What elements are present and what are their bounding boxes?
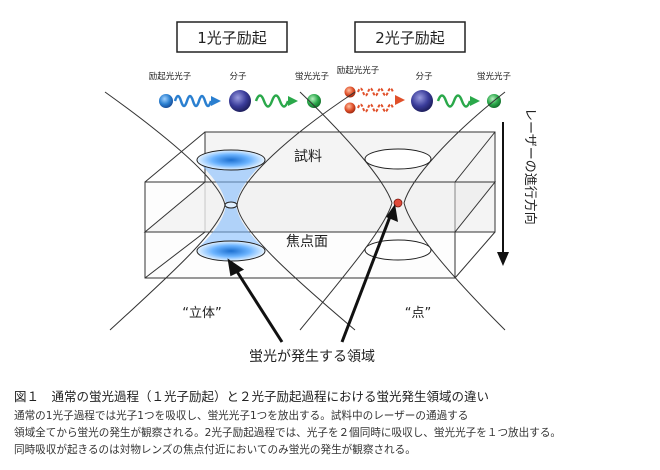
volume-label: “立体” (182, 306, 221, 321)
emission-region-label: 蛍光が発生する領域 (249, 348, 375, 365)
two-photon-molecule (411, 90, 433, 112)
two-photon-focal-point (393, 198, 403, 208)
focal-plane-label: 焦点面 (286, 234, 328, 250)
two-photon-upper-disc (364, 148, 432, 170)
one-photon-molecule-label: 分子 (229, 72, 247, 82)
two-photon-title: 2光子励起 (375, 29, 445, 47)
emission-pointers (227, 204, 398, 343)
one-photon-excitation-arrow (211, 96, 221, 106)
figure-caption: 図１ 通常の蛍光過程（１光子励起）と２光子励起過程における蛍光発生領域の違い 通… (14, 386, 654, 459)
caption-line: 通常の1光子過程では光子1つを吸収し、蛍光光子1つを放出する。試料中のレーザーの… (14, 410, 469, 422)
laser-direction-label: レーザーの進行方向 (522, 108, 538, 225)
one-photon-lower-disc (196, 240, 266, 262)
two-photon-panel: 2光子励起 励起光光子 分子 蛍光光子 (337, 21, 512, 114)
two-photon-fluorescence-arrow (470, 96, 480, 106)
two-photon-fluorescence-label: 蛍光光子 (477, 71, 512, 82)
two-photon-excitation-photon-2 (344, 102, 356, 114)
one-photon-beam (104, 91, 356, 331)
two-photon-beam (299, 91, 506, 331)
point-label: “点” (405, 306, 431, 321)
two-photon-molecule-label: 分子 (415, 72, 433, 82)
two-photon-fluorescence-wave (436, 94, 472, 108)
one-photon-excitation-label: 励起光光子 (149, 71, 192, 82)
one-photon-fluorescence-arrow (288, 96, 298, 106)
focal-plane (143, 181, 497, 233)
two-photon-excitation-label: 励起光光子 (337, 65, 380, 76)
one-photon-focal-disc (224, 201, 238, 209)
one-photon-fluorescence-label: 蛍光光子 (295, 71, 330, 82)
sample-label: 試料 (294, 149, 322, 165)
one-photon-fluorescence-photon (307, 94, 321, 108)
two-photon-excitation-wave-2 (357, 103, 394, 113)
one-photon-excitation-photon (159, 94, 173, 108)
pointer-arrow-volume (234, 269, 284, 343)
one-photon-title: 1光子励起 (197, 29, 267, 47)
two-photon-excitation-arrow (395, 95, 405, 105)
one-photon-excitation-wave (173, 94, 213, 108)
two-photon-title-box (354, 21, 466, 53)
two-photon-lower-disc (364, 239, 432, 261)
one-photon-molecule (229, 90, 251, 112)
caption-line: 領域全てから蛍光の発生が観察される。2光子励起過程では、光子を２個同時に吸収し、… (14, 427, 562, 439)
pointer-arrow-point (340, 213, 393, 343)
one-photon-title-box (176, 21, 288, 53)
one-photon-upper-disc (196, 149, 266, 171)
two-photon-excitation-wave-1 (357, 87, 394, 97)
one-photon-fluorescence-wave (254, 94, 290, 108)
two-photon-excitation-photon-1 (344, 86, 356, 98)
caption-title: 図１ 通常の蛍光過程（１光子励起）と２光子励起過程における蛍光発生領域の違い (14, 389, 490, 404)
caption-line: 同時吸収が起きるのは対物レンズの焦点付近においてのみ蛍光の発生が観察される。 (14, 444, 416, 456)
one-photon-panel: 1光子励起 励起光光子 分子 蛍光光子 (149, 21, 330, 112)
laser-direction: レーザーの進行方向 (497, 108, 538, 266)
